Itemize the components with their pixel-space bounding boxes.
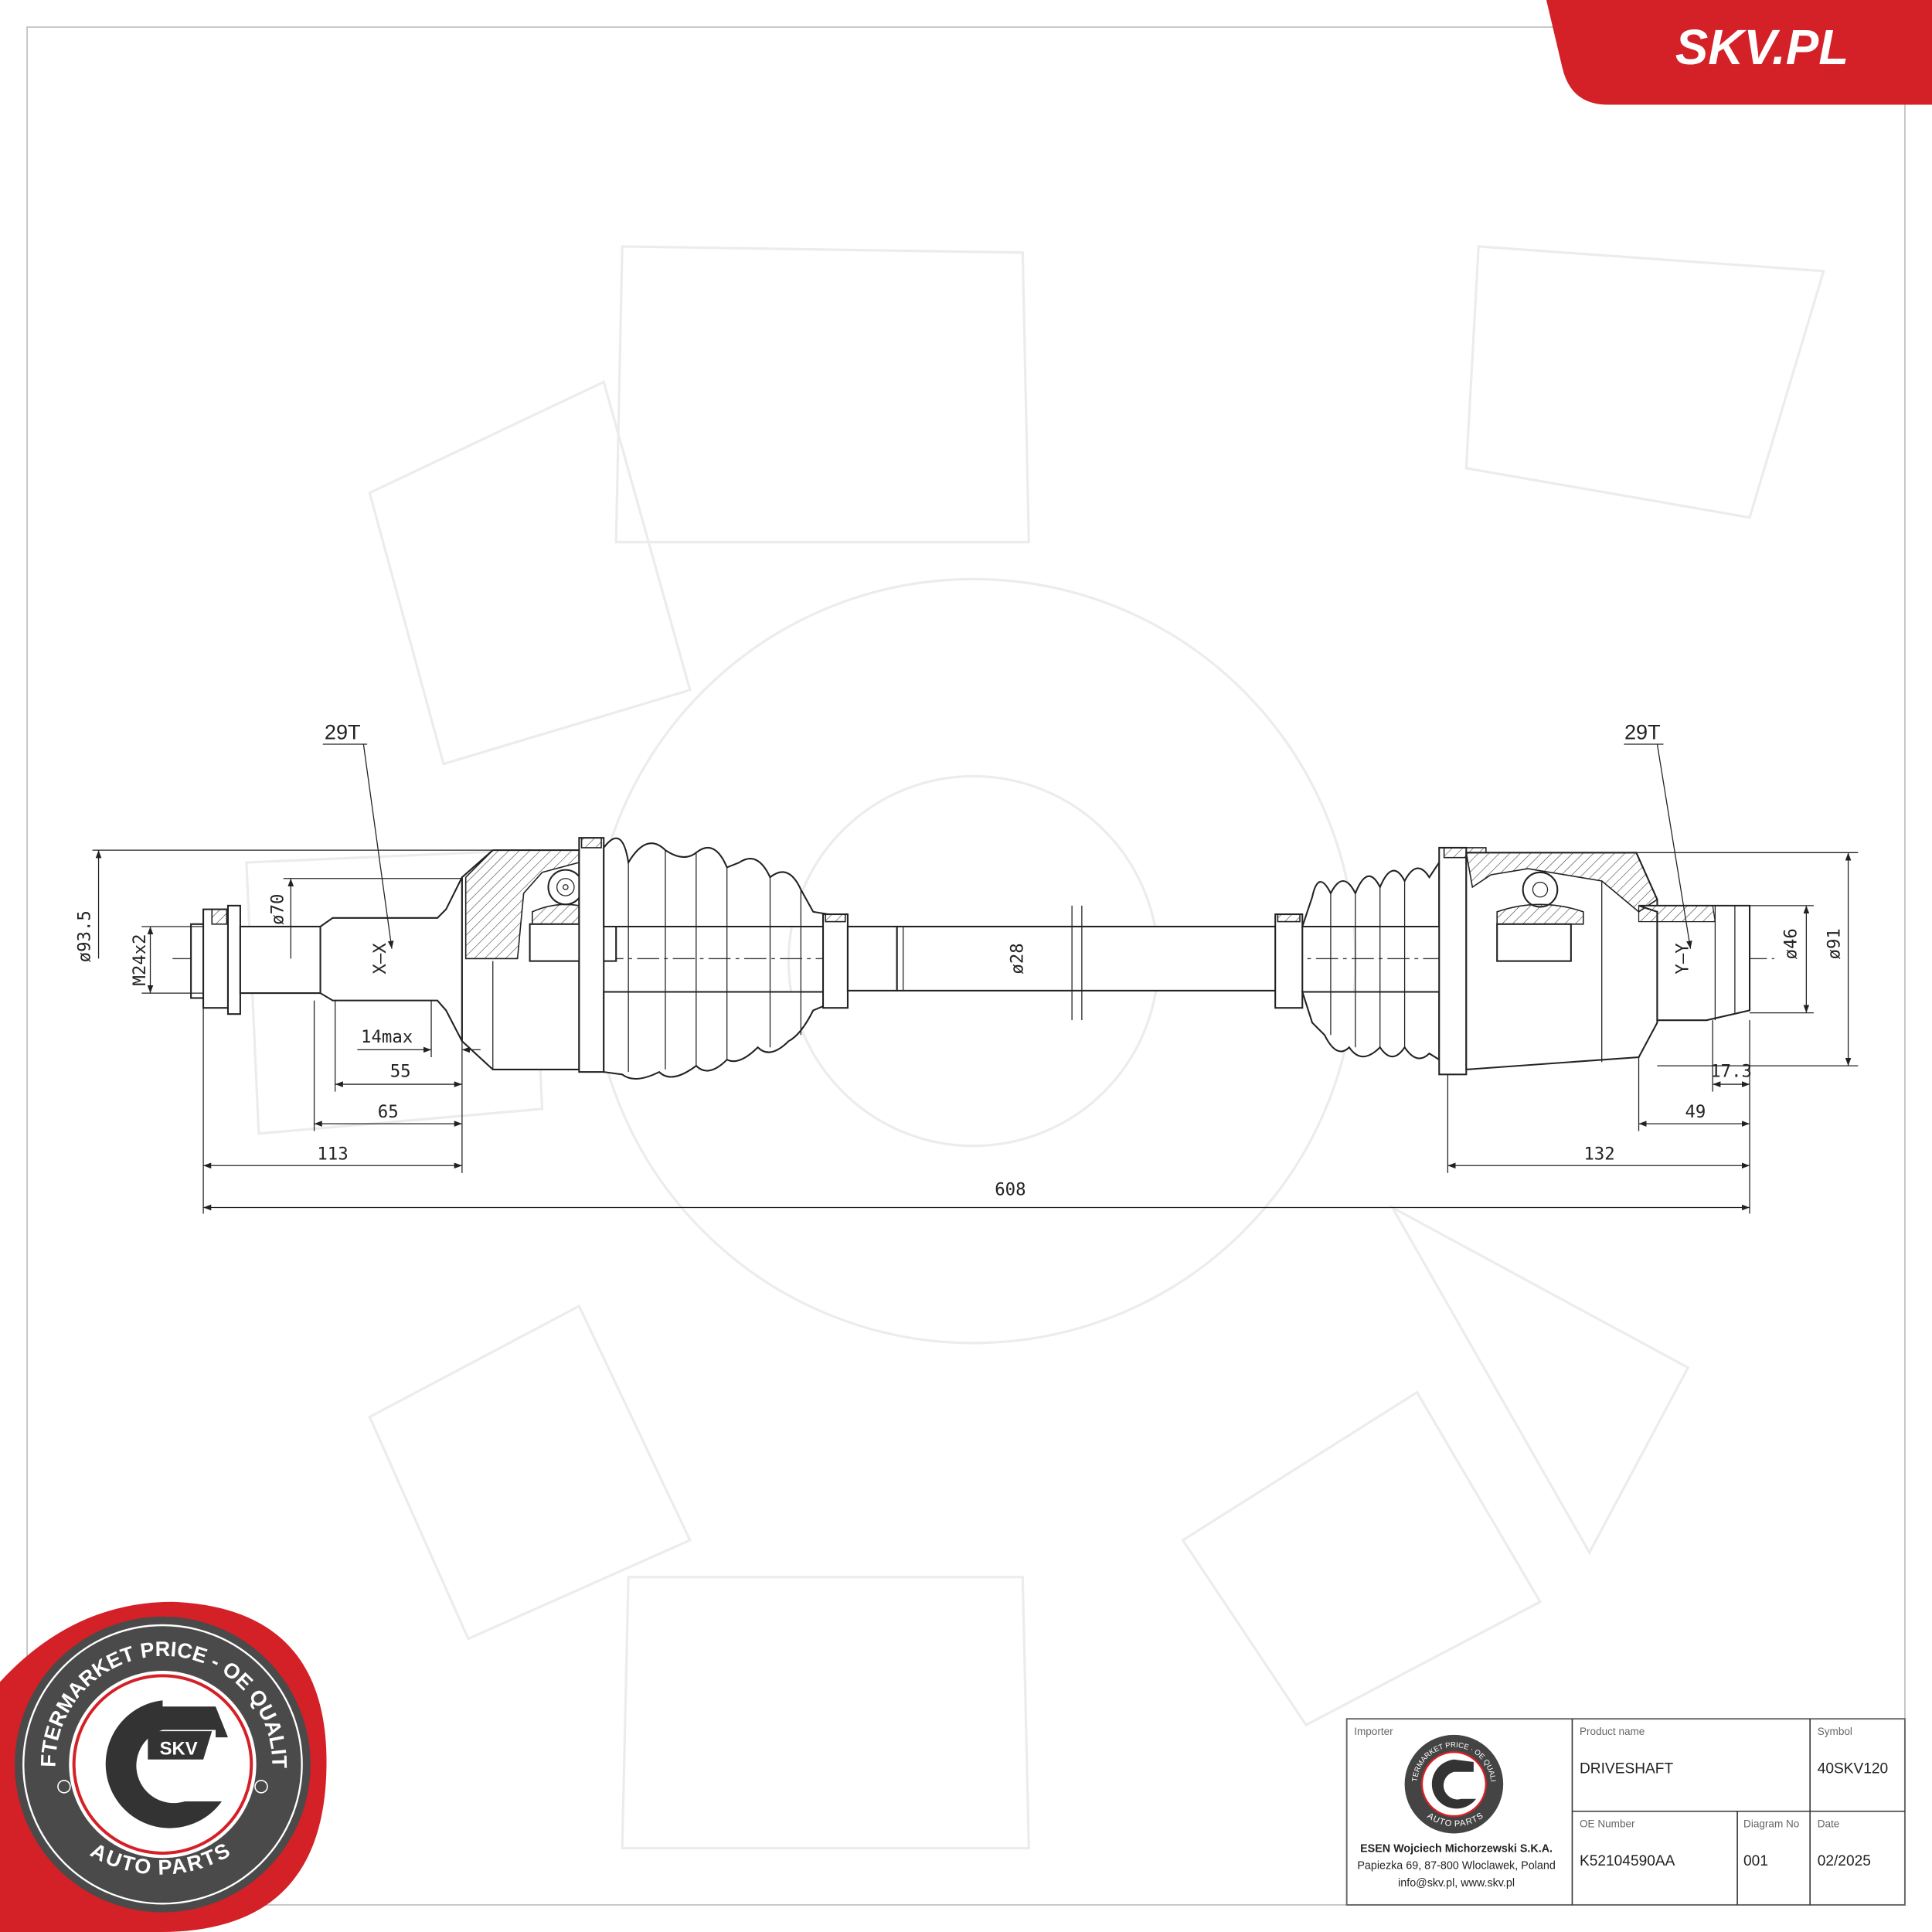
dim-49: 49	[1685, 1102, 1706, 1122]
importer-contact: info@skv.pl, www.skv.pl	[1398, 1877, 1515, 1889]
brand-logo-text: SKV.PL	[1675, 19, 1849, 75]
shaft	[846, 905, 1277, 1021]
spline-callouts: 29T 29T X–X Y–Y	[322, 720, 1692, 975]
oe-number-label: OE Number	[1580, 1818, 1635, 1829]
svg-text:SKV: SKV	[1451, 1776, 1472, 1787]
section-y-label: Y–Y	[1672, 943, 1692, 975]
dim-14max: 14max	[361, 1027, 413, 1047]
drawing-frame	[26, 26, 1906, 1906]
diagram-no-label: Diagram No	[1743, 1818, 1799, 1829]
dim-dia-93-5: ø93.5	[74, 910, 94, 962]
dim-132: 132	[1583, 1144, 1614, 1164]
importer-name: ESEN Wojciech Michorzewski S.K.A.	[1360, 1842, 1553, 1855]
diagram-no-value: 001	[1743, 1853, 1768, 1869]
outer-cv-joint	[190, 837, 849, 1080]
date-value: 02/2025	[1818, 1853, 1871, 1869]
diameter-dimensions: ø93.5 M24x2 ø70 ø28 ø46 ø91	[74, 849, 1859, 1066]
dim-608: 608	[995, 1180, 1026, 1200]
right-spline-label: 29T	[1624, 720, 1661, 744]
importer-address: Papiezka 69, 87-800 Wloclawek, Poland	[1357, 1860, 1555, 1872]
dim-55: 55	[390, 1061, 411, 1081]
dim-17-3: 17.3	[1710, 1061, 1752, 1081]
oe-number-value: K52104590AA	[1580, 1853, 1675, 1869]
dim-113: 113	[317, 1144, 348, 1164]
length-dimensions: 14max 55 65 113 608 132 49 17.3	[202, 1000, 1752, 1214]
product-name: DRIVESHAFT	[1580, 1760, 1673, 1777]
dim-dia-91: ø91	[1824, 928, 1844, 959]
symbol-label: Symbol	[1818, 1726, 1852, 1737]
symbol-value: 40SKV120	[1818, 1760, 1888, 1777]
section-x-label: X–X	[370, 943, 390, 975]
dim-65: 65	[378, 1102, 399, 1122]
product-name-label: Product name	[1580, 1726, 1645, 1737]
date-label: Date	[1818, 1818, 1840, 1829]
dim-dia-70: ø70	[268, 894, 288, 925]
stamp-center-text: SKV	[160, 1738, 198, 1759]
dim-dia-28: ø28	[1007, 943, 1027, 974]
brand-logo: SKV.PL	[1546, 0, 1932, 105]
dim-dia-46: ø46	[1781, 928, 1801, 959]
importer-label: Importer	[1354, 1726, 1393, 1737]
dim-thread: M24x2	[130, 934, 150, 985]
left-spline-label: 29T	[325, 720, 361, 744]
inner-cv-joint	[1274, 846, 1751, 1076]
